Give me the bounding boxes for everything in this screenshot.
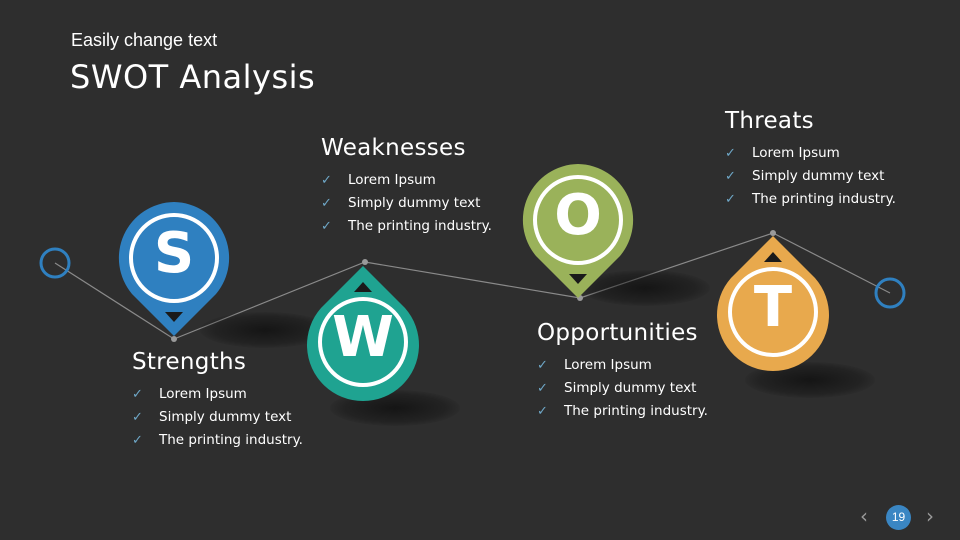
node-dot-strengths [171,336,177,342]
list-item: ✓Simply dummy text [321,192,492,215]
list-item: ✓Lorem Ipsum [321,169,492,192]
check-icon: ✓ [725,169,736,184]
check-icon: ✓ [537,404,548,419]
check-icon: ✓ [132,410,143,425]
bullet-list: ✓Lorem Ipsum ✓Simply dummy text ✓The pri… [725,142,896,211]
map-pin-icon [522,164,634,298]
check-icon: ✓ [321,173,332,188]
node-dot-threats [770,230,776,236]
pin-weaknesses: W [305,262,421,402]
page-number-badge: 19 [886,505,911,530]
map-pin-icon [307,266,419,402]
pin-strengths: S [116,200,232,340]
check-icon: ✓ [321,219,332,234]
list-item: ✓The printing industry. [132,429,303,452]
bullet-list: ✓Lorem Ipsum ✓Simply dummy text ✓The pri… [132,383,303,452]
end-circle [874,277,906,309]
list-item: ✓The printing industry. [537,400,708,423]
bullet-list: ✓Lorem Ipsum ✓Simply dummy text ✓The pri… [321,169,492,238]
pin-letter: O [554,183,602,248]
pin-threats: T [715,232,831,372]
check-icon: ✓ [725,146,736,161]
next-slide-icon[interactable]: › [926,504,934,528]
section-opportunities: Opportunities ✓Lorem Ipsum ✓Simply dummy… [537,320,708,423]
section-heading: Weaknesses [321,135,466,161]
pin-letter: S [153,221,195,286]
list-item: ✓Simply dummy text [537,377,708,400]
pin-shadow-o [580,270,710,306]
list-item: ✓The printing industry. [321,215,492,238]
start-circle [39,247,71,279]
list-item: ✓The printing industry. [725,188,896,211]
list-item: ✓Lorem Ipsum [132,383,303,406]
check-icon: ✓ [725,192,736,207]
section-threats: Threats ✓Lorem Ipsum ✓Simply dummy text … [725,108,896,211]
slide-subtitle: Easily change text [71,30,218,50]
check-icon: ✓ [321,196,332,211]
pin-opportunities: O [520,162,636,302]
list-item: ✓Simply dummy text [725,165,896,188]
pin-letter: W [332,305,394,370]
section-strengths: Strengths ✓Lorem Ipsum ✓Simply dummy tex… [132,349,303,452]
node-dot-weaknesses [362,259,368,265]
check-icon: ✓ [537,381,548,396]
check-icon: ✓ [132,433,143,448]
pin-letter: T [753,275,793,340]
section-heading: Strengths [132,349,247,375]
list-item: ✓Lorem Ipsum [537,354,708,377]
section-heading: Opportunities [537,320,698,346]
bullet-list: ✓Lorem Ipsum ✓Simply dummy text ✓The pri… [537,354,708,423]
map-pin-icon [118,202,230,336]
list-item: ✓Simply dummy text [132,406,303,429]
map-pin-icon [717,236,829,372]
list-item: ✓Lorem Ipsum [725,142,896,165]
check-icon: ✓ [537,358,548,373]
section-heading: Threats [725,108,814,134]
check-icon: ✓ [132,387,143,402]
prev-slide-icon[interactable]: ‹ [860,504,868,528]
section-weaknesses: Weaknesses ✓Lorem Ipsum ✓Simply dummy te… [321,135,492,238]
slide-title: SWOT Analysis [70,58,316,96]
